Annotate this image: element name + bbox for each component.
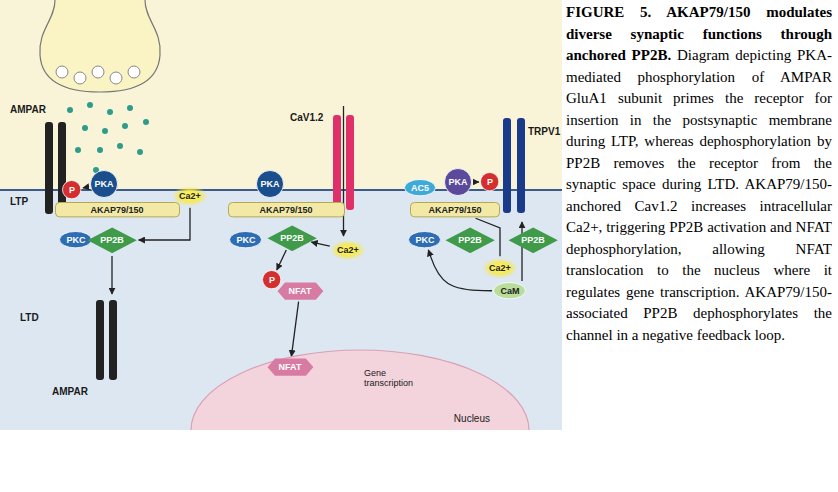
node-text: Ca2+ [337, 245, 359, 255]
trpv1-channel [503, 118, 525, 213]
pka-subunit: PKA [90, 170, 118, 198]
akap-scaffold: AKAP79/150 [228, 202, 345, 217]
pp2b-phosphatase: PP2B [445, 227, 495, 254]
node-text: PKC [236, 235, 255, 245]
node-text: AKAP79/150 [259, 205, 312, 215]
nfat-factor: NFAT [267, 358, 314, 376]
signal-arrow [474, 181, 479, 182]
node-text: AKAP79/150 [90, 205, 143, 215]
channel-label: CaV1.2 [290, 112, 323, 124]
caption-block: FIGURE 5. AKAP79/150 modulates diverse s… [0, 2, 832, 432]
node-text: NFAT [289, 286, 312, 296]
akap-scaffold: AKAP79/150 [410, 202, 500, 217]
node-text: PP2B [280, 233, 304, 243]
pp2b-phosphatase: PP2B [87, 227, 137, 254]
node-text: P [269, 275, 275, 285]
ac5-enzyme: AC5 [404, 179, 436, 196]
vesicles [56, 66, 140, 84]
ampar-receptor-internalized [96, 300, 117, 380]
nfat-factor: NFAT [277, 282, 324, 300]
signal-arrow [83, 187, 89, 188]
transcription-label: Gene transcription [364, 368, 428, 389]
node-text: PP2B [100, 235, 124, 245]
node-text: PP2B [458, 235, 482, 245]
calcium-ion: Ca2+ [482, 258, 518, 278]
figure-caption: Diagram depicting PKA-mediated phosphory… [566, 47, 832, 343]
node-text: PKC [415, 235, 434, 245]
signal-arrow [311, 242, 329, 246]
pkc-enzyme: PKC [229, 231, 262, 248]
node-text: PKA [94, 179, 113, 189]
node-text: Ca2+ [179, 191, 201, 201]
calcium-ion: Ca2+ [172, 186, 208, 206]
receptor-label: AMPAR [10, 104, 46, 116]
internalization-arrow [111, 256, 112, 294]
pka-subunit: PKA [444, 168, 472, 196]
node-text: AC5 [411, 183, 429, 193]
node-text: P [69, 185, 75, 195]
calmodulin: CaM [493, 282, 526, 299]
figure-spacer [671, 47, 677, 63]
node-text: NFAT [279, 362, 302, 372]
phosphate-mark: P [480, 172, 499, 191]
node-text: P [487, 177, 493, 187]
presynaptic-terminal [40, 0, 160, 92]
calcium-influx-arrow [343, 106, 344, 236]
akap-scaffold: AKAP79/150 [55, 202, 180, 217]
receptor-label: AMPAR [52, 386, 88, 398]
nucleus: Nucleus NFAT [190, 345, 530, 430]
plasticity-label: LTP [10, 196, 28, 208]
signal-arrow [428, 250, 492, 291]
node-text: AKAP79/150 [428, 205, 481, 215]
calcium-ion: Ca2+ [330, 240, 366, 260]
cam-to-trpv1-arrow [521, 222, 522, 281]
node-text: PKC [66, 235, 85, 245]
ampar-receptor [45, 122, 66, 214]
channel-label: TRPV1 [528, 126, 560, 138]
pp2b-phosphatase: PP2B [267, 225, 317, 252]
pka-subunit: PKA [256, 170, 284, 198]
phosphate-mark: P [62, 180, 81, 199]
neurotransmitter-dots [59, 102, 149, 173]
node-text: Nucleus [454, 413, 490, 425]
synaptic-cleft [0, 0, 562, 190]
signal-arrow [277, 250, 286, 270]
phosphate-mark: P [262, 270, 281, 289]
node-text: PKA [448, 177, 467, 187]
node-text: CaM [500, 286, 519, 296]
node-text: Ca2+ [489, 263, 511, 273]
signal-arrow [291, 302, 298, 357]
pkc-enzyme: PKC [408, 231, 441, 248]
node-text: PP2B [521, 235, 545, 245]
node-text: PKA [260, 179, 279, 189]
plasticity-label: LTD [20, 312, 39, 324]
pp2b-phosphatase: PP2B [508, 227, 558, 254]
